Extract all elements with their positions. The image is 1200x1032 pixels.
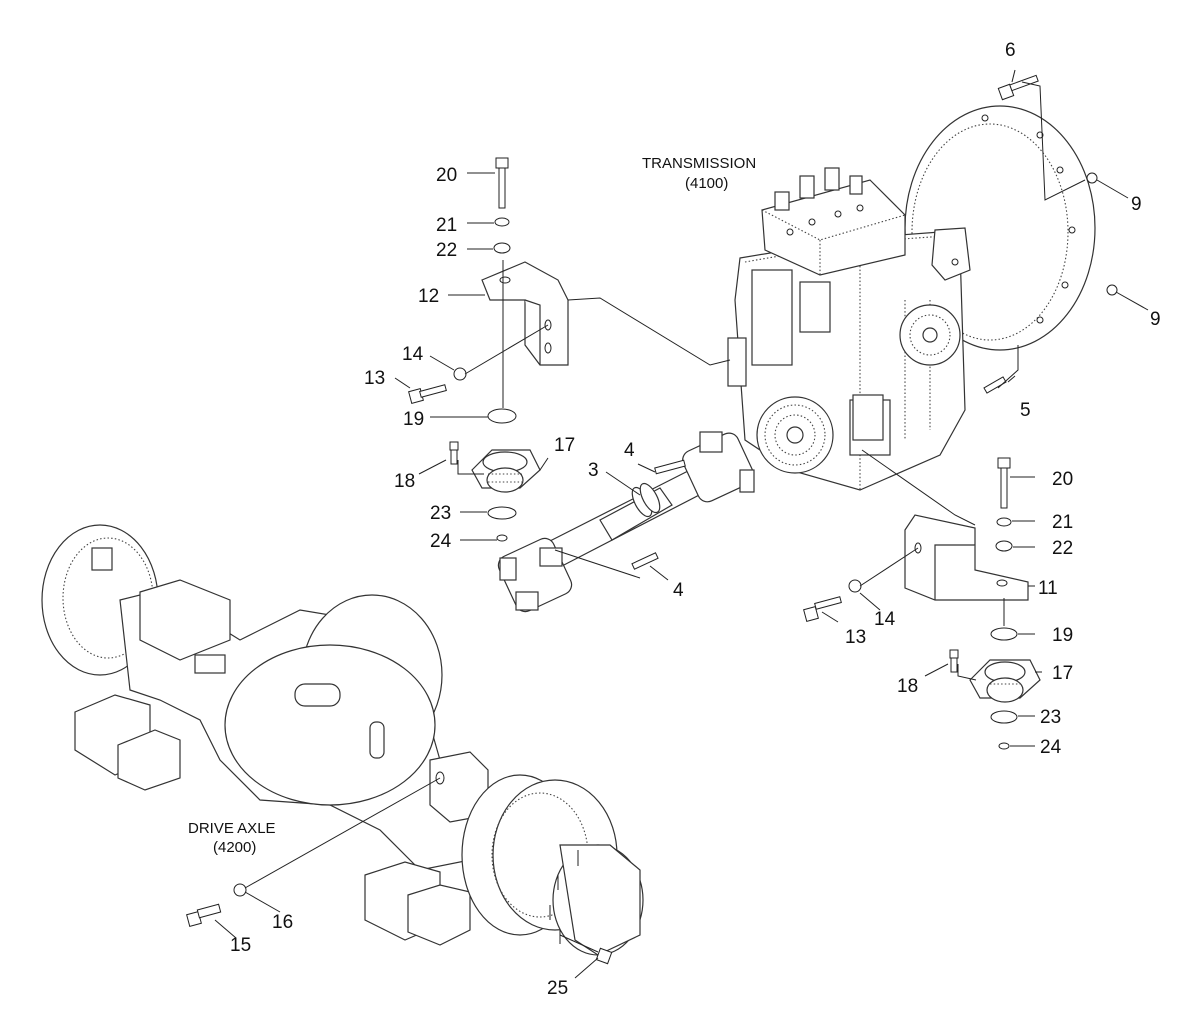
- transmission-caption-code: (4100): [685, 175, 728, 192]
- callout-24-right: 24: [1040, 737, 1062, 758]
- callout-6: 6: [1005, 40, 1016, 61]
- rubber-mount-right: [969, 659, 1041, 703]
- callout-13-left: 13: [364, 368, 385, 389]
- callout-25: 25: [547, 978, 568, 999]
- drive-axle-differential: [224, 594, 443, 806]
- drive-axle-caption-code: (4200): [213, 839, 256, 856]
- drive-axle-right-hub: [461, 774, 644, 956]
- callout-22-right: 22: [1052, 538, 1073, 559]
- callout-5: 5: [1020, 400, 1031, 421]
- callout-21-left: 21: [436, 215, 457, 236]
- callout-14-right: 14: [874, 609, 896, 630]
- drive-shaft-rear-yoke: [497, 537, 573, 613]
- drive-axle-left-pads: [74, 579, 231, 791]
- mounting-bracket-right: [904, 514, 1029, 601]
- callout-14-left: 14: [402, 344, 424, 365]
- callout-20-left: 20: [436, 165, 457, 186]
- callout-15: 15: [230, 935, 251, 956]
- callout-19-left: 19: [403, 409, 424, 430]
- callout-23-left: 23: [430, 503, 451, 524]
- mounting-bracket-left: [481, 261, 569, 366]
- callout-9-upper: 9: [1131, 194, 1142, 215]
- callout-17-right: 17: [1052, 663, 1073, 684]
- callout-4-lower: 4: [673, 580, 684, 601]
- drive-axle-assembly: [41, 524, 644, 956]
- drive-axle-caption-name: DRIVE AXLE: [188, 820, 276, 837]
- callout-16: 16: [272, 912, 293, 933]
- drive-axle-right-pads: [364, 751, 489, 946]
- callout-18-left: 18: [394, 471, 415, 492]
- rubber-mount-left: [471, 449, 541, 493]
- callout-18-right: 18: [897, 676, 918, 697]
- callout-11: 11: [1038, 578, 1058, 599]
- transmission-side-pto: [899, 227, 971, 366]
- hardware-left-stack: [408, 157, 686, 570]
- callout-22-left: 22: [436, 240, 457, 261]
- transmission-mount-boss-right: [852, 394, 884, 441]
- callout-labels: 3 4 4 5 6 9 9 11 12 13 13 14 14 15 16 17…: [230, 40, 1161, 999]
- drive-shaft-front-yoke: [682, 431, 755, 503]
- callout-24-left: 24: [430, 531, 452, 552]
- callout-20-right: 20: [1052, 469, 1073, 490]
- transmission-caption-name: TRANSMISSION: [642, 155, 756, 172]
- callout-12: 12: [418, 286, 439, 307]
- callout-19-right: 19: [1052, 625, 1073, 646]
- transmission-output-flange: [756, 396, 834, 474]
- callout-21-right: 21: [1052, 512, 1073, 533]
- callout-9-lower: 9: [1150, 309, 1161, 330]
- callout-3: 3: [588, 460, 599, 481]
- transmission-control-valve: [761, 167, 906, 276]
- hardware-axle: [186, 883, 613, 965]
- callout-17-left: 17: [554, 435, 575, 456]
- callout-4-upper: 4: [624, 440, 635, 461]
- transmission-assembly: [727, 105, 1096, 491]
- transmission-mount-boss-left: [727, 337, 747, 387]
- leader-lines: [214, 69, 1149, 979]
- hardware-right-stack: [803, 74, 1118, 750]
- drive-shaft: [497, 431, 755, 613]
- callout-23-right: 23: [1040, 707, 1061, 728]
- callout-13-right: 13: [845, 627, 866, 648]
